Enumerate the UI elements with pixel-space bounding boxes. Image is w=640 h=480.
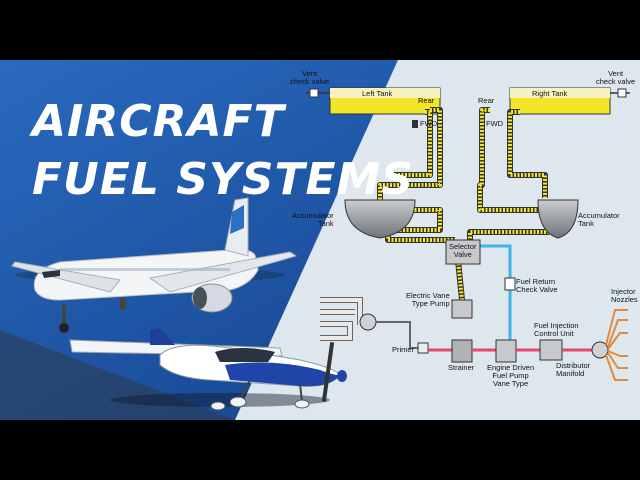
rear-left-label: Rear [418, 96, 435, 105]
injector-lines [605, 309, 628, 381]
left-tank-label: Left Tank [362, 89, 393, 98]
fwd-right-label: FWD [486, 119, 504, 128]
title-line-1: AIRCRAFT [32, 96, 285, 147]
airliner-image [11, 197, 298, 333]
electric-pump [451, 299, 473, 319]
left-accumulator-tank [344, 199, 416, 239]
right-tank-label: Right Tank [532, 89, 568, 98]
small-plane-image [69, 328, 347, 411]
engine-driven-pump [495, 339, 517, 363]
right-accumulator-tank [537, 199, 579, 239]
primer-label: Primer [392, 345, 415, 354]
selector-valve [445, 239, 481, 265]
strainer-label: Strainer [448, 363, 475, 372]
fuel-injection-control-unit [539, 339, 563, 361]
fwd-left-label: FWD [420, 119, 438, 128]
strainer [451, 339, 473, 363]
distributor-manifold [591, 341, 609, 359]
fuel-system-diagram [306, 87, 630, 381]
title-line-2: FUEL SYSTEMS [32, 154, 414, 205]
fuel-return-line [472, 244, 512, 345]
rear-right-label: Rear [478, 96, 495, 105]
